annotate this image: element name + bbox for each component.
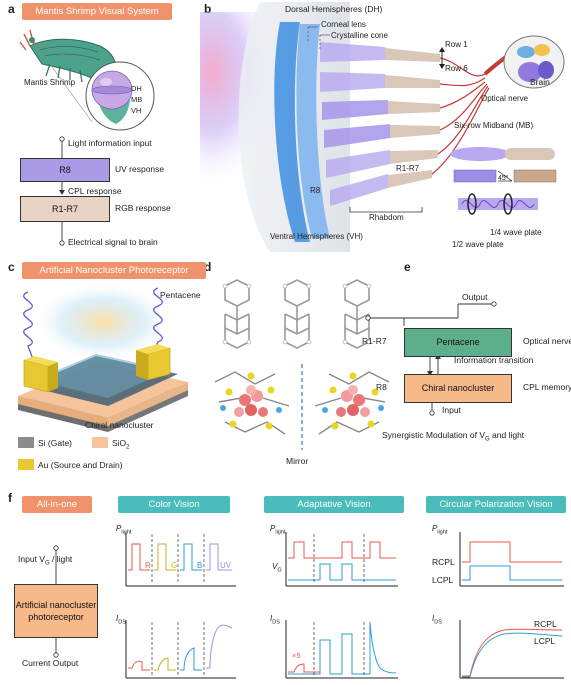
label-synergistic: Synergistic Modulation of VG and light (382, 430, 525, 443)
flow-line-f (53, 545, 59, 658)
header-mantis-visual-system: Mantis Shrimp Visual System (22, 3, 172, 20)
label-optical-nerve-e: Optical nerve (523, 336, 571, 346)
label-45-degree: 45° (498, 175, 509, 182)
label-quarter-wave-plate: 1/4 wave plate (490, 228, 542, 237)
compound-eye-illustration (200, 2, 565, 252)
label-output-e: Output (462, 292, 488, 302)
brain (503, 35, 565, 89)
plot-color-plight (125, 532, 236, 587)
label-row1: Row 1 (445, 40, 468, 49)
header-all-in-one: All-in-one (22, 496, 92, 513)
legend-label-si: Si (Gate) (38, 438, 73, 448)
nanocluster-right (314, 371, 390, 435)
label-input-e: Input (442, 405, 461, 415)
header-circular-polarization-vision: Circular Polarization Vision (426, 496, 566, 513)
flow-line-a (59, 136, 65, 246)
axis-label-i-adapt: IDS (270, 614, 280, 626)
label-cpl-memory: CPL memory unit (523, 382, 571, 392)
label-corneal-lens: Corneal lens (321, 20, 366, 29)
label-pentacene-c: Pentacene (160, 290, 201, 300)
lens-stack (274, 22, 330, 242)
label-x5: ×5 (292, 651, 301, 660)
axis-label-i-circ: IDS (432, 614, 442, 626)
label-g: G (171, 561, 178, 570)
label-lcpl-top: LCPL (432, 575, 454, 585)
panel-label-b: b (204, 2, 212, 16)
rhabdom-bundles (320, 42, 440, 206)
box-r1r7: R1-R7 (20, 196, 110, 222)
optic-nerves (431, 57, 490, 175)
circuit-diagram-e (365, 301, 497, 416)
panel-label-a: a (8, 2, 15, 16)
box-nanocluster-photoreceptor: Artificial nanocluster photoreceptor (14, 584, 98, 638)
plot-circ-plight (459, 532, 564, 587)
label-dorsal: Dorsal Hemispheres (DH) (285, 4, 383, 14)
axis-label-p-adapt: Plight (270, 524, 286, 536)
axis-label-vg-adapt: VG (272, 562, 282, 574)
plot-adapt-ids (285, 620, 398, 679)
label-brain: Brain (530, 77, 550, 87)
label-rcpl-top: RCPL (432, 557, 455, 567)
label-dh: DH (131, 84, 142, 93)
label-uv-response: UV response (115, 164, 165, 174)
plot-color-ids (125, 620, 236, 679)
panel-label-d: d (204, 260, 212, 274)
molecular-structures (214, 279, 390, 450)
panel-label-e: e (404, 260, 411, 274)
panel-label-c: c (8, 260, 15, 274)
plot-circ-ids (459, 620, 564, 679)
legend-label-sio2: SiO2 (112, 438, 130, 451)
header-adaptative-vision: Adaptative Vision (264, 496, 404, 513)
label-uv: UV (220, 561, 232, 570)
label-ventral: Ventral Hemispheres (VH) (270, 232, 363, 241)
label-half-wave-plate: 1/2 wave plate (452, 240, 504, 249)
legend-swatch-au (18, 459, 34, 470)
label-row6: Row 6 (445, 64, 468, 73)
label-input-vg-light: Input VG / light (18, 554, 73, 567)
midband-detail (450, 147, 557, 215)
plot-adapt-plight-vg (285, 532, 398, 587)
label-midband: Six-row Midband (MB) (454, 121, 534, 130)
header-artificial-photoreceptor: Artificial Nanocluster Photoreceptor (22, 262, 206, 279)
label-r: R (145, 561, 151, 570)
label-r1r7-b: R1-R7 (396, 164, 420, 173)
box-r8: R8 (20, 158, 110, 182)
label-optical-nerve: Optical nerve (481, 94, 529, 103)
label-mantis-shrimp: Mantis Shrimp (24, 78, 76, 87)
device-illustration (18, 282, 188, 432)
label-r1r7-e: R1-R7 (362, 336, 387, 346)
pentacene-molecules (224, 279, 370, 349)
axis-label-i-color: IDS (116, 614, 126, 626)
label-electrical-signal: Electrical signal to brain (68, 237, 158, 247)
label-vh: VH (131, 106, 142, 115)
label-cpl-response: CPL response (68, 186, 122, 196)
box-pentacene: Pentacene (404, 328, 512, 357)
label-r8-e: R8 (376, 382, 387, 392)
label-info-transition: Information transition (454, 355, 534, 365)
label-rhabdom: Rhabdom (369, 213, 404, 222)
box-chiral-nanocluster: Chiral nanocluster (404, 374, 512, 403)
panel-label-f: f (8, 491, 12, 505)
legend-label-au: Au (Source and Drain) (38, 460, 123, 470)
label-lcpl-bottom: LCPL (534, 636, 556, 646)
label-rgb-response: RGB response (115, 203, 171, 213)
label-r8-b: R8 (310, 186, 321, 195)
label-chiral-c: Chiral nanocluster (85, 420, 154, 430)
mantis-shrimp-illustration (19, 29, 155, 131)
header-color-vision: Color Vision (118, 496, 230, 513)
label-light-input: Light information input (68, 138, 152, 148)
label-mirror: Mirror (286, 456, 309, 466)
legend-swatch-sio2 (92, 437, 108, 448)
label-mb: MB (131, 95, 143, 104)
label-b: B (197, 561, 203, 570)
label-rcpl-bottom: RCPL (534, 619, 557, 629)
nanocluster-left (214, 371, 290, 435)
axis-label-p-circ: Plight (432, 524, 448, 536)
legend-swatch-si (18, 437, 34, 448)
label-crystalline-cone: Crystalline cone (331, 31, 388, 40)
label-current-output: Current Output (22, 658, 79, 668)
